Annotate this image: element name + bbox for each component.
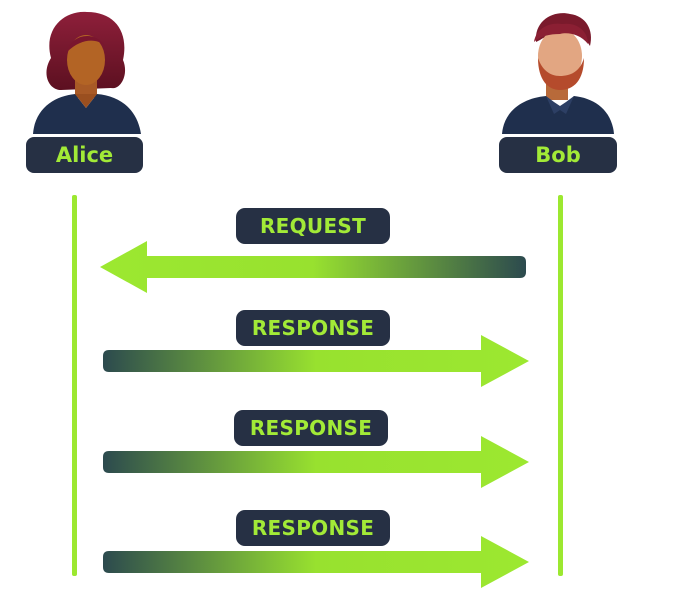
participant-name: Bob [535,143,581,167]
message-label-text: RESPONSE [251,516,375,540]
right-arrow-icon [103,536,529,588]
right-arrow-icon [103,436,529,488]
message-label-response: RESPONSE [236,310,390,346]
woman-avatar-icon [33,11,141,134]
message-label-text: RESPONSE [251,316,375,340]
message-label-response: RESPONSE [236,510,390,546]
lifeline-alice [72,195,77,576]
bearded-man-avatar-icon [502,13,614,134]
participant-label-bob: Bob [499,137,617,173]
participant-name: Alice [55,143,114,167]
message-label-request: REQUEST [236,208,390,244]
message-label-text: REQUEST [259,214,367,238]
left-arrow-icon [100,241,526,293]
right-arrow-icon [103,335,529,387]
message-label-text: RESPONSE [249,416,373,440]
message-label-response: RESPONSE [234,410,388,446]
lifeline-bob [558,195,563,576]
participant-label-alice: Alice [26,137,143,173]
